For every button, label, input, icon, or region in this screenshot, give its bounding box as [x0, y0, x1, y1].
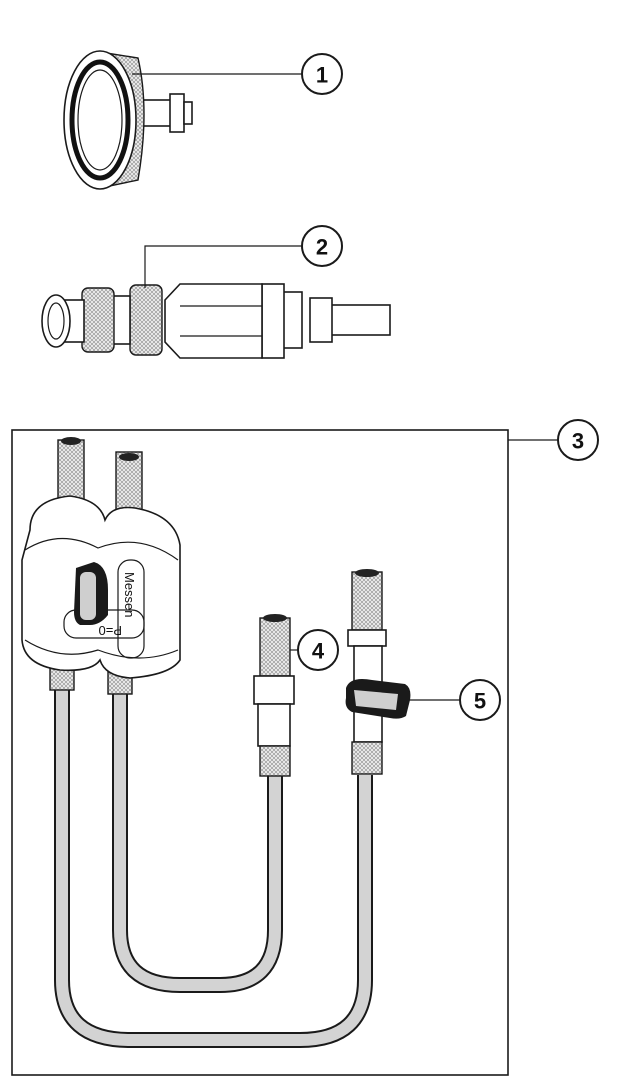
callout-3: 3: [557, 419, 599, 461]
part-2-coupling: [41, 283, 391, 359]
leader-line-2: [144, 245, 302, 288]
callout-2: 2: [301, 225, 343, 267]
callout-5-number: 5: [474, 689, 486, 714]
manifold-block: Messen P=0: [21, 437, 181, 695]
callout-1: 1: [301, 53, 343, 95]
messen-label: Messen: [122, 572, 137, 618]
callout-4-number: 4: [312, 639, 325, 664]
part-5-valve-connector: [345, 569, 411, 775]
callout-4: 4: [297, 629, 339, 671]
callout-3-number: 3: [572, 429, 584, 454]
part-3-assembly-frame: [11, 429, 509, 1076]
callout-1-number: 1: [316, 63, 328, 88]
callout-2-number: 2: [316, 235, 328, 260]
callout-5: 5: [459, 679, 501, 721]
p-zero-label: P=0: [99, 623, 123, 638]
part-1-threaded-cap: [63, 50, 193, 190]
hoses: [54, 690, 373, 1048]
part-4-connector: [253, 614, 295, 777]
